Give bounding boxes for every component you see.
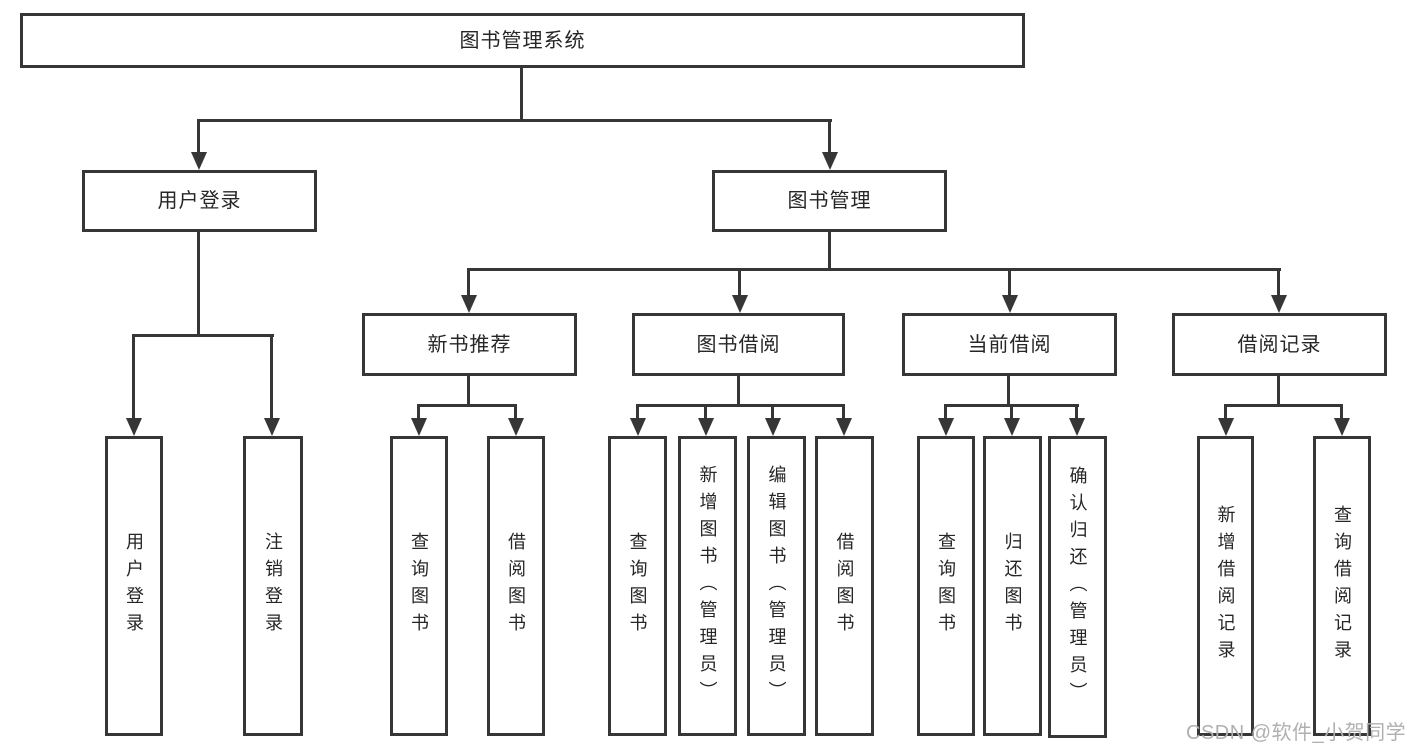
- leaf-borrowing-borrow-books: 借阅图书: [815, 436, 874, 736]
- node-book-management-label: 图书管理: [787, 190, 872, 212]
- arrow-down-icon: [191, 152, 207, 170]
- arrow-down-icon: [1004, 418, 1020, 436]
- arrow-down-icon: [264, 418, 280, 436]
- node-book-borrowing: 图书借阅: [632, 313, 845, 376]
- node-root-label: 图书管理系统: [459, 29, 586, 52]
- leaf-recommend-query-books-label: 查询图书: [409, 532, 429, 640]
- tree-connector-vline: [520, 68, 523, 120]
- tree-connector-hline: [418, 404, 517, 407]
- tree-connector-vline: [771, 404, 774, 420]
- csdn-watermark: CSDN @软件_小贺同学: [1186, 722, 1405, 744]
- leaf-current-return-books: 归还图书: [983, 436, 1042, 736]
- leaf-logout: 注销登录: [243, 436, 303, 736]
- leaf-recommend-borrow-books-label: 借阅图书: [506, 532, 526, 640]
- node-borrowing-records: 借阅记录: [1172, 313, 1387, 376]
- leaf-user-login: 用户登录: [105, 436, 163, 736]
- arrow-down-icon: [1334, 418, 1350, 436]
- tree-connector-vline: [1010, 404, 1013, 420]
- node-user-login-label: 用户登录: [157, 190, 242, 212]
- leaf-current-confirm-return-admin-label: 确认归还（管理员）: [1067, 465, 1088, 709]
- node-book-management: 图书管理: [712, 170, 947, 232]
- tree-connector-vline: [132, 334, 135, 420]
- leaf-records-query-record-label: 查询借阅记录: [1332, 505, 1352, 667]
- tree-connector-hline: [198, 119, 832, 122]
- tree-connector-vline: [737, 376, 740, 406]
- leaf-current-query-books: 查询图书: [917, 436, 975, 736]
- arrow-down-icon: [822, 152, 838, 170]
- arrow-down-icon: [1069, 418, 1085, 436]
- arrow-down-icon: [698, 418, 714, 436]
- arrow-down-icon: [1271, 295, 1287, 313]
- leaf-records-query-record: 查询借阅记录: [1313, 436, 1371, 736]
- arrow-down-icon: [461, 295, 477, 313]
- tree-connector-vline: [636, 404, 639, 420]
- arrow-down-icon: [1002, 295, 1018, 313]
- arrow-down-icon: [836, 418, 852, 436]
- leaf-current-confirm-return-admin: 确认归还（管理员）: [1048, 436, 1107, 738]
- tree-connector-vline: [1007, 376, 1010, 406]
- leaf-current-query-books-label: 查询图书: [936, 532, 956, 640]
- tree-connector-hline: [1224, 404, 1343, 407]
- leaf-borrowing-borrow-books-label: 借阅图书: [834, 532, 855, 640]
- tree-connector-hline: [636, 404, 845, 407]
- node-new-book-recommend-label: 新书推荐: [427, 333, 512, 356]
- leaf-borrowing-edit-books-admin-label: 编辑图书（管理员）: [766, 464, 787, 708]
- node-user-login: 用户登录: [82, 170, 317, 232]
- tree-connector-vline: [1277, 268, 1280, 297]
- arrow-down-icon: [1218, 418, 1234, 436]
- tree-connector-vline: [1340, 404, 1343, 420]
- tree-connector-vline: [467, 268, 470, 297]
- tree-connector-vline: [1224, 404, 1227, 420]
- arrow-down-icon: [732, 295, 748, 313]
- tree-connector-vline: [842, 404, 845, 420]
- tree-connector-vline: [738, 268, 741, 297]
- leaf-recommend-borrow-books: 借阅图书: [487, 436, 545, 736]
- arrow-down-icon: [630, 418, 646, 436]
- node-borrowing-records-label: 借阅记录: [1237, 333, 1322, 356]
- node-book-borrowing-label: 图书借阅: [696, 333, 781, 356]
- leaf-borrowing-edit-books-admin: 编辑图书（管理员）: [747, 436, 806, 736]
- tree-connector-vline: [270, 334, 273, 420]
- tree-connector-vline: [417, 404, 420, 420]
- leaf-borrowing-query-books-label: 查询图书: [627, 532, 648, 640]
- leaf-records-add-record: 新增借阅记录: [1197, 436, 1254, 736]
- leaf-current-return-books-label: 归还图书: [1002, 532, 1023, 640]
- tree-connector-vline: [1075, 404, 1078, 420]
- tree-connector-vline: [467, 376, 470, 406]
- node-root: 图书管理系统: [20, 13, 1025, 68]
- leaf-recommend-query-books: 查询图书: [390, 436, 448, 736]
- arrow-down-icon: [126, 418, 142, 436]
- tree-connector-vline: [197, 232, 200, 336]
- tree-connector-vline: [1008, 268, 1011, 297]
- tree-connector-vline: [1277, 376, 1280, 406]
- arrow-down-icon: [938, 418, 954, 436]
- leaf-records-add-record-label: 新增借阅记录: [1215, 505, 1236, 667]
- tree-connector-hline: [132, 334, 274, 337]
- leaf-borrowing-query-books: 查询图书: [608, 436, 667, 736]
- tree-connector-vline: [828, 232, 831, 270]
- tree-connector-vline: [514, 404, 517, 420]
- tree-connector-vline: [828, 119, 831, 154]
- arrow-down-icon: [508, 418, 524, 436]
- leaf-borrowing-add-books-admin-label: 新增图书（管理员）: [697, 464, 718, 708]
- node-new-book-recommend: 新书推荐: [362, 313, 577, 376]
- tree-connector-vline: [704, 404, 707, 420]
- node-current-borrowing-label: 当前借阅: [967, 333, 1052, 356]
- leaf-logout-label: 注销登录: [263, 532, 283, 640]
- leaf-borrowing-add-books-admin: 新增图书（管理员）: [678, 436, 737, 736]
- tree-connector-vline: [944, 404, 947, 420]
- arrow-down-icon: [411, 418, 427, 436]
- tree-connector-vline: [197, 119, 200, 154]
- leaf-user-login-label: 用户登录: [124, 532, 144, 640]
- tree-connector-hline: [468, 268, 1281, 271]
- node-current-borrowing: 当前借阅: [902, 313, 1117, 376]
- arrow-down-icon: [765, 418, 781, 436]
